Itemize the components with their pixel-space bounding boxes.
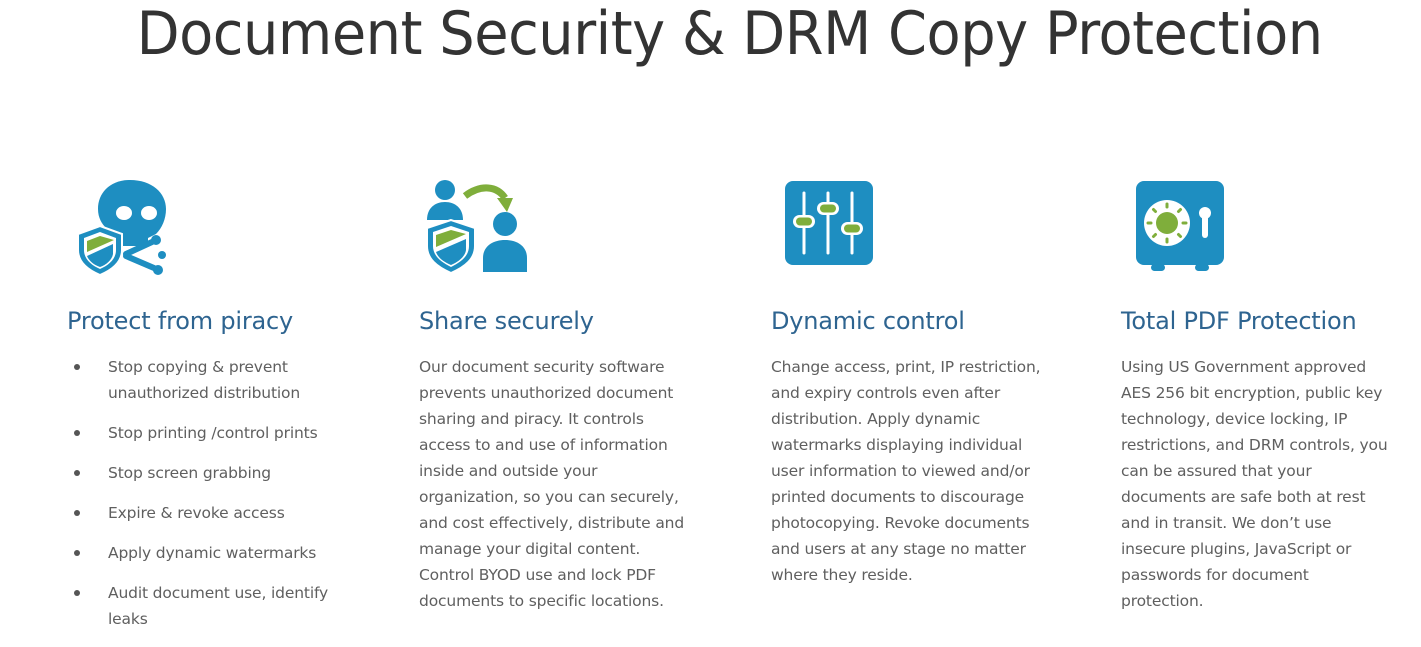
bullet-dot-icon [74,510,80,516]
share-users-shield-icon [419,176,539,280]
feature-protect-from-piracy: Protect from piracy Stop copying & preve… [67,176,387,628]
bullet-item: Stop printing /control prints [67,420,367,446]
bullet-dot-icon [74,550,80,556]
feature-title: Dynamic control [771,307,965,335]
bullet-dot-icon [74,470,80,476]
page-title: Document Security & DRM Copy Protection [136,0,1324,69]
bullet-item: Stop screen grabbing [67,460,367,486]
bullet-item: Apply dynamic watermarks [67,540,367,566]
feature-title: Total PDF Protection [1121,307,1357,335]
skull-shield-icon [67,176,187,280]
bullet-dot-icon [74,590,80,596]
feature-total-pdf-protection: Total PDF Protection Using US Government… [1121,176,1421,610]
safe-vault-icon [1121,176,1241,280]
bullet-dot-icon [74,364,80,370]
feature-description: Our document security software prevents … [419,358,685,610]
feature-share-securely: Share securely Our document security sof… [419,176,739,610]
feature-title: Protect from piracy [67,307,294,335]
feature-dynamic-control: Dynamic control Change access, print, IP… [771,176,1091,584]
feature-title: Share securely [419,307,594,335]
feature-description: Change access, print, IP restriction, an… [771,358,1041,584]
bullet-item: Expire & revoke access [67,500,367,526]
sliders-control-icon [771,176,891,280]
feature-description: Using US Government approved AES 256 bit… [1121,358,1388,610]
bullet-dot-icon [74,430,80,436]
